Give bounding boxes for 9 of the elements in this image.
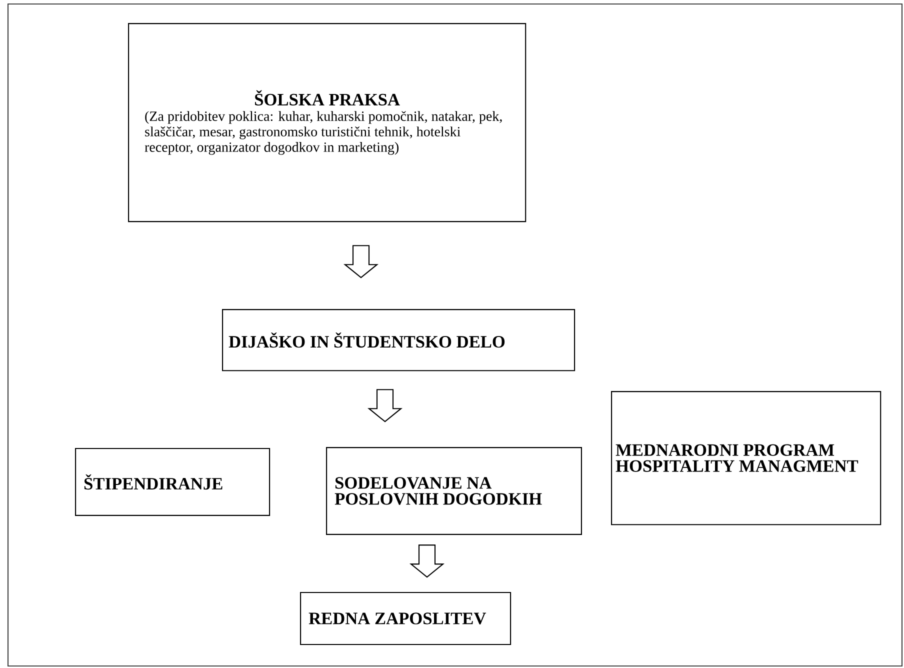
process-box: ŠOLSKA PRAKSA (Za pridobitev poklica: kuhar, kuharski pomočnik, natakar, pek, slaščičar, mesar, gastronomsko turistični tehnik, hotelski receptor, organizator dogodkov in marketing): [128, 23, 526, 222]
process-box: ŠTIPENDIRANJE: [75, 448, 270, 516]
block-arrow: [368, 389, 402, 422]
process-box: MEDNARODNI PROGRAM HOSPITALITY MANAGMENT: [611, 391, 882, 526]
block-arrow: [344, 245, 378, 278]
process-box: DIJAŠKO IN ŠTUDENTSKO DELO: [222, 309, 576, 372]
process-box: SODELOVANJE NA POSLOVNIH DOGODKIH: [326, 447, 582, 535]
process-box: REDNA ZAPOSLITEV: [300, 592, 512, 646]
block-arrow: [410, 544, 444, 578]
